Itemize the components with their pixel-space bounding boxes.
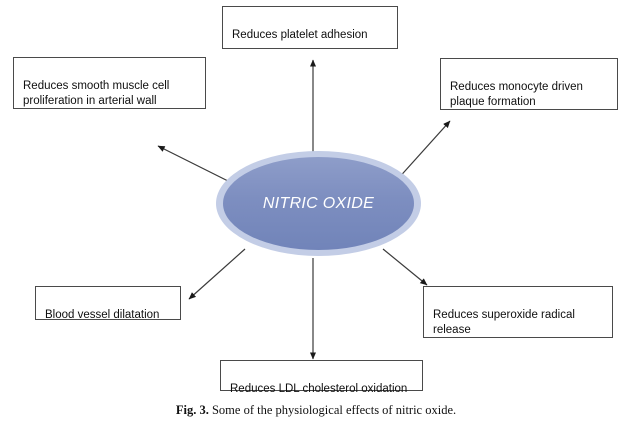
arrow-to-dilatation <box>188 248 246 300</box>
arrow-to-superoxide <box>382 248 428 286</box>
caption-text: Some of the physiological effects of nit… <box>211 403 457 417</box>
effect-box-platelet: Reduces platelet adhesion <box>222 6 398 49</box>
effect-label-platelet: Reduces platelet adhesion <box>232 29 368 41</box>
effect-box-monocyte: Reduces monocyte driven plaque formation <box>440 58 618 110</box>
effect-label-ldl: Reduces LDL cholesterol oxidation <box>230 383 408 395</box>
effect-box-smooth-muscle: Reduces smooth muscle cell proliferation… <box>13 57 206 109</box>
effect-label-smooth-muscle: Reduces smooth muscle cell proliferation… <box>23 80 170 107</box>
effect-box-superoxide: Reduces superoxide radical release <box>423 286 613 338</box>
effect-box-dilatation: Blood vessel dilatation <box>35 286 181 321</box>
effect-label-dilatation: Blood vessel dilatation <box>45 309 160 321</box>
effect-label-monocyte: Reduces monocyte driven plaque formation <box>450 81 583 108</box>
effect-box-ldl: Reduces LDL cholesterol oxidation <box>220 360 423 395</box>
nitric-oxide-label: NITRIC OXIDE <box>262 194 375 212</box>
arrow-to-smooth-muscle <box>157 145 229 182</box>
caption-label: Fig. 3. <box>175 403 209 417</box>
nitric-oxide-ellipse: NITRIC OXIDE <box>216 151 421 256</box>
nitric-oxide-ellipse-inner: NITRIC OXIDE <box>223 157 414 250</box>
arrow-to-monocyte <box>395 120 451 182</box>
figure-caption: Fig. 3. Some of the physiological effect… <box>0 403 632 418</box>
effect-label-superoxide: Reduces superoxide radical release <box>433 309 575 336</box>
